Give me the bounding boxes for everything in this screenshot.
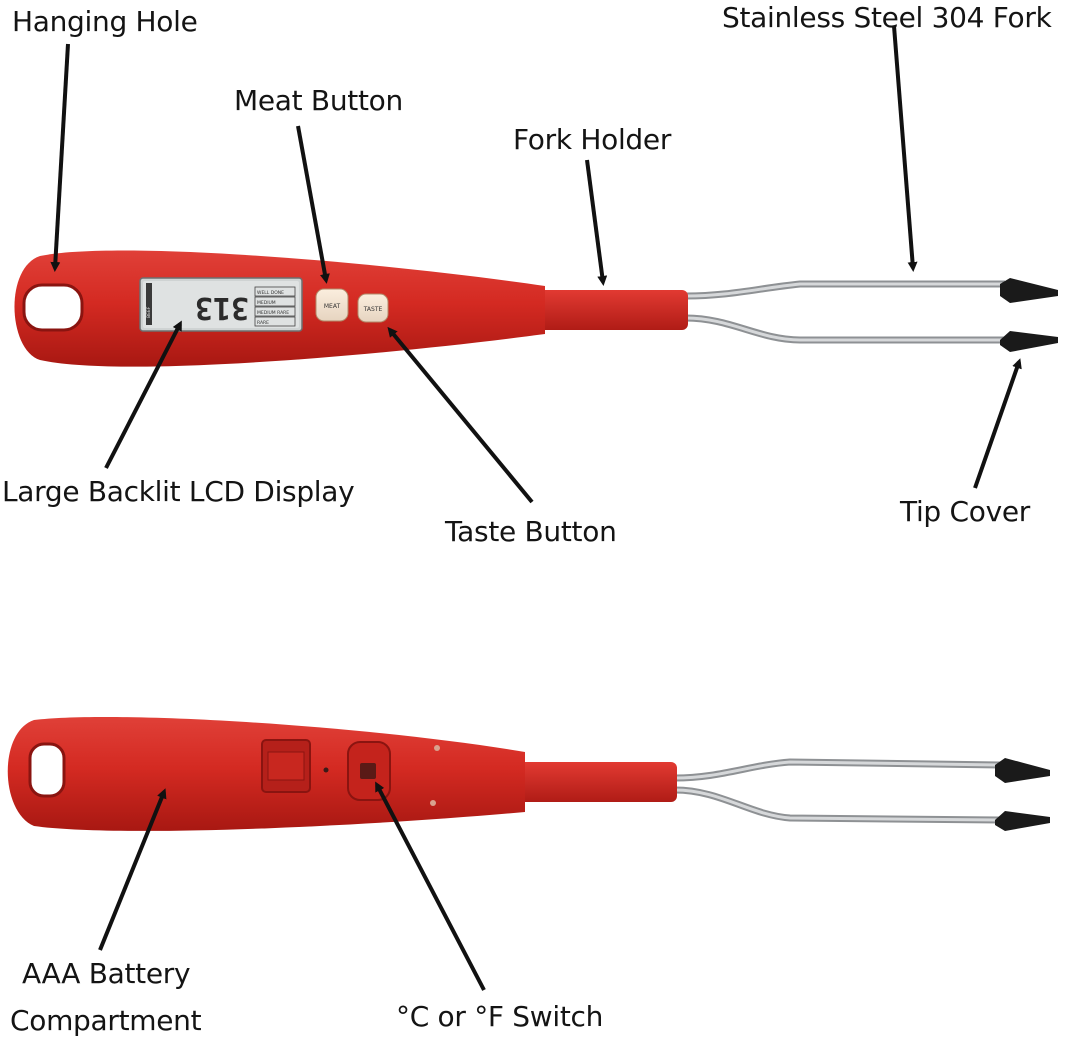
back-tip-cover-upper [995,758,1050,783]
battery-screw [323,767,329,773]
lcd-menu: WELL DONE MEDIUM MEDIUM RARE RARE [254,286,296,327]
lcd-menu-item: RARE [257,320,269,326]
label-hanging-hole: Hanging Hole [12,5,198,38]
lcd-side-text: BEEF [146,306,152,318]
unit-switch[interactable] [347,741,391,801]
svg-text:TASTE: TASTE [363,306,383,313]
arrow-lcd-display [104,320,182,469]
front-fork-holder [530,290,688,330]
arrow-battery [98,788,167,951]
svg-text:MEAT: MEAT [324,303,341,310]
label-taste-button: Taste Button [445,515,617,548]
front-tip-cover-lower [1000,331,1058,352]
lcd-menu-item: MEDIUM RARE [257,310,289,316]
front-hanging-hole [22,283,84,332]
label-tip-cover: Tip Cover [900,495,1030,528]
back-screw-lower [430,800,436,806]
back-fork-holder [515,762,677,802]
lcd-display: 313 WELL DONE MEDIUM MEDIUM RARE RARE BEEF [139,277,303,332]
arrow-fork-holder [585,159,608,286]
front-fork-tines [685,280,1005,344]
back-tip-cover-lower [995,811,1050,831]
meat-button[interactable]: MEAT [315,288,349,322]
back-fork-tines [674,758,1001,824]
arrow-unit-switch [375,781,486,991]
taste-button[interactable]: TASTE [357,293,389,323]
label-fork-holder: Fork Holder [513,123,672,156]
back-screw-upper [434,745,440,751]
label-meat-button: Meat Button [234,84,403,117]
back-thermometer [7,716,1050,831]
label-lcd-display: Large Backlit LCD Display [2,475,355,508]
arrow-hanging-hole [50,43,70,272]
label-stainless-fork: Stainless Steel 304 Fork [722,1,1052,34]
arrow-stainless-fork [892,25,918,272]
battery-compartment [261,739,311,793]
arrow-meat-button [296,125,330,284]
lcd-menu-item: WELL DONE [257,290,284,296]
arrow-tip-cover [973,358,1022,489]
lcd-menu-item: MEDIUM [257,300,276,306]
callout-arrows [50,25,1022,991]
back-hanging-hole [28,742,66,798]
arrow-taste-button [387,326,534,504]
lcd-reading: 313 [195,290,249,325]
front-tip-cover-upper [1000,278,1058,303]
label-unit-switch: °C or °F Switch [396,1000,604,1033]
label-battery-line1: AAA Battery [22,957,191,990]
label-battery-line2: Compartment [10,1004,202,1037]
